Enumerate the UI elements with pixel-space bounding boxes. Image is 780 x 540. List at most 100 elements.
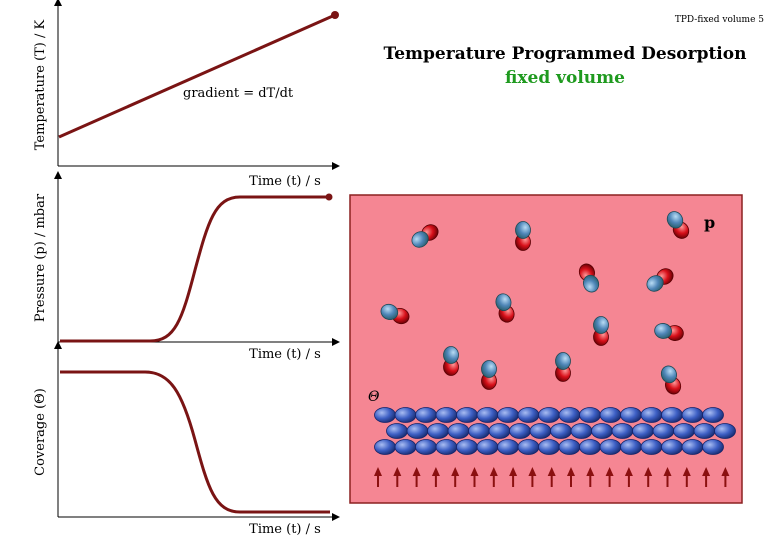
molecule-blue-atom: [515, 221, 531, 239]
surface-atom: [435, 407, 458, 423]
surface-atom: [558, 439, 581, 455]
surface-atoms: [374, 407, 736, 455]
surface-atom: [456, 407, 478, 423]
molecule-blue-atom: [411, 231, 429, 248]
surface-atom: [468, 423, 490, 439]
molecule-blue-atom: [654, 323, 672, 339]
surface-atom: [538, 407, 560, 423]
surface-atom: [661, 407, 683, 423]
up-arrow-icon: [451, 467, 460, 487]
surface-atom: [374, 439, 396, 455]
page-title: Temperature Programmed Desorption: [384, 44, 747, 64]
pressure-curve: [60, 195, 328, 343]
surface-atom: [620, 407, 642, 423]
pressure-curve-end-dot: [325, 193, 333, 201]
surface-atom: [509, 423, 531, 439]
coverage-panel: Coverage (Θ) Time (t) / s: [33, 341, 340, 537]
gas-molecule: [646, 268, 674, 292]
pressure-y-label: Pressure (p) / mbar: [33, 193, 48, 322]
surface-atom: [447, 423, 470, 439]
gas-molecule: [515, 221, 531, 251]
gas-molecule: [654, 323, 684, 341]
gas-molecule: [666, 211, 690, 239]
molecule-blue-atom: [646, 275, 664, 292]
molecule-blue-atom: [443, 346, 459, 364]
surface-atom: [415, 407, 437, 423]
surface-atom: [435, 439, 458, 455]
up-arrow-icon: [412, 467, 421, 487]
slide-tag: TPD-fixed volume 5: [675, 15, 764, 25]
surface-atom: [415, 439, 437, 455]
gas-molecule: [660, 365, 682, 395]
up-arrow-icon: [374, 467, 382, 487]
surface-atom: [456, 439, 478, 455]
surface-atom: [476, 407, 499, 423]
gas-molecule: [593, 316, 609, 346]
surface-atom: [652, 423, 675, 439]
surface-atom: [394, 407, 417, 423]
up-arrow-icon: [586, 467, 595, 487]
surface-atom: [611, 423, 634, 439]
up-arrow-icon: [663, 467, 672, 487]
surface-atom: [702, 439, 724, 455]
surface-atom: [529, 423, 552, 439]
up-arrow-icon: [393, 467, 402, 487]
surface-atom: [714, 423, 736, 439]
up-arrow-icon: [489, 467, 498, 487]
surface-atom: [558, 407, 581, 423]
surface-atom: [394, 439, 417, 455]
up-arrow-icon: [605, 467, 614, 487]
up-arrow-icon: [547, 467, 556, 487]
surface-atom: [632, 423, 654, 439]
surface-atom: [591, 423, 613, 439]
coverage-symbol: Θ: [368, 389, 380, 405]
surface-atom: [702, 407, 724, 423]
surface-atom: [673, 423, 695, 439]
up-arrow-icon: [528, 467, 537, 487]
surface-atom: [579, 407, 601, 423]
surface-atom: [599, 439, 622, 455]
temperature-curve: [58, 13, 336, 139]
surface-atom: [517, 439, 540, 455]
molecule-blue-atom: [380, 303, 399, 320]
temperature-y-label: Temperature (T) / K: [33, 19, 48, 150]
molecule-blue-atom: [593, 316, 609, 334]
surface-atom: [386, 423, 408, 439]
molecule-blue-atom: [583, 274, 600, 293]
surface-atom: [406, 423, 429, 439]
molecule-blue-atom: [555, 352, 571, 370]
heating-arrows: [374, 467, 730, 487]
up-arrow-icon: [682, 467, 691, 487]
surface-atom: [517, 407, 540, 423]
temperature-x-label: Time (t) / s: [249, 174, 321, 189]
gas-molecule: [578, 263, 600, 293]
surface-atom: [427, 423, 449, 439]
gas-molecules: [380, 211, 690, 395]
surface-atom: [661, 439, 683, 455]
temperature-panel: Temperature (T) / K Time (t) / s gradien…: [33, 0, 340, 189]
pressure-x-label: Time (t) / s: [249, 347, 321, 362]
surface-atom: [476, 439, 499, 455]
chamber: p Θ: [349, 194, 743, 504]
coverage-curve: [60, 370, 330, 514]
gas-molecule: [380, 303, 410, 325]
chamber-box: [349, 194, 743, 504]
up-arrow-icon: [470, 467, 479, 487]
surface-atom: [497, 407, 519, 423]
surface-atom: [374, 407, 396, 423]
pressure-panel: Pressure (p) / mbar Time (t) / s: [33, 171, 340, 362]
up-arrow-icon: [509, 467, 518, 487]
molecule-blue-atom: [666, 211, 684, 229]
surface-atom: [681, 407, 704, 423]
up-arrow-icon: [431, 467, 440, 487]
up-arrow-icon: [721, 467, 730, 487]
surface-atom: [681, 439, 704, 455]
gas-molecule: [411, 224, 439, 248]
surface-atom: [538, 439, 560, 455]
surface-atom: [579, 439, 601, 455]
up-arrow-icon: [567, 467, 575, 487]
temperature-curve-end-dot: [331, 11, 339, 19]
surface-atom: [550, 423, 572, 439]
gas-molecule: [443, 346, 459, 376]
coverage-x-label: Time (t) / s: [249, 522, 321, 537]
